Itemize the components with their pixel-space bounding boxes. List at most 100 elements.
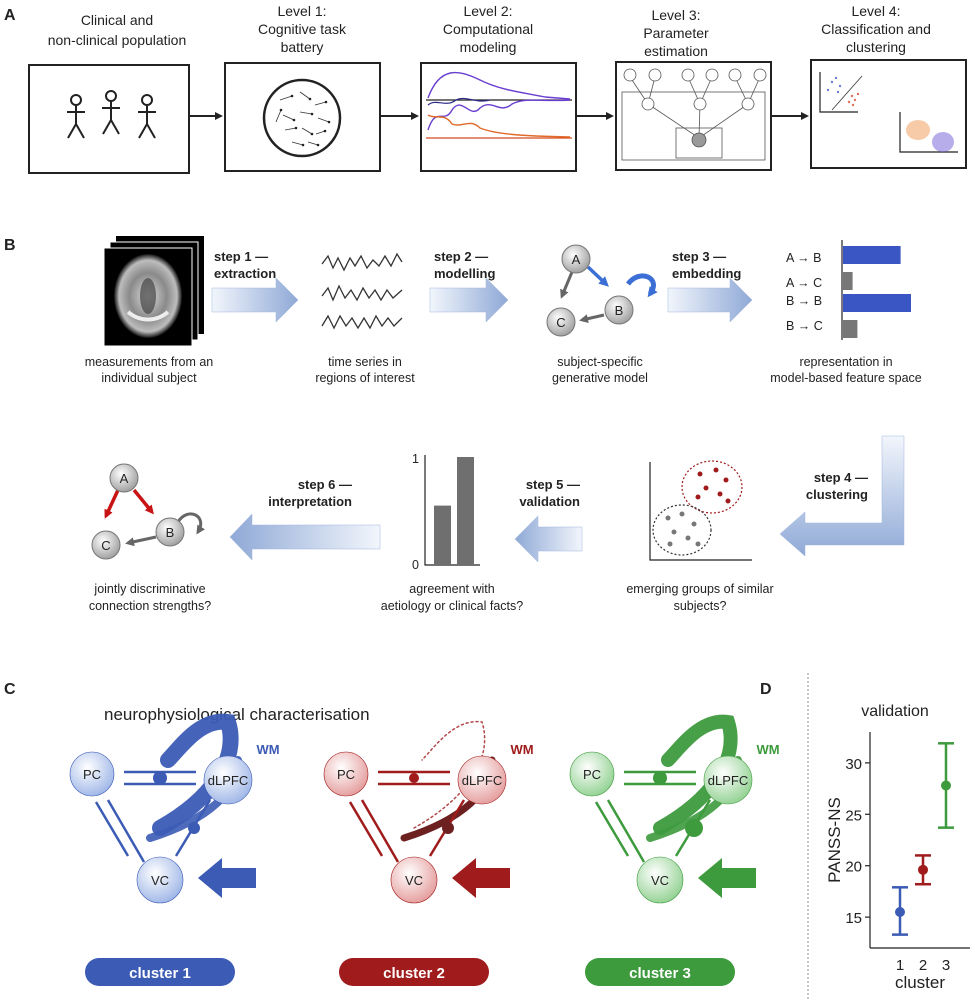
svg-text:Level 3:: Level 3:	[651, 7, 700, 23]
step-3-label: step 3 — embedding	[672, 249, 741, 281]
node-b-top: B	[615, 303, 624, 318]
feature-bar-3	[843, 320, 858, 338]
svg-text:battery: battery	[281, 39, 324, 55]
panel-label-a: A	[4, 7, 16, 24]
svg-text:connection strengths?: connection strengths?	[89, 599, 211, 613]
mri-slices-icon	[103, 236, 204, 347]
node-vc-cluster-1: VC	[151, 873, 169, 888]
interpretation-graph: A B C	[91, 463, 205, 560]
caption-time-series: time series in regions of interest	[315, 355, 415, 385]
level-3-title: Level 3: Parameter estimation	[643, 7, 709, 59]
classification-scatter-icon	[819, 72, 958, 153]
node-c-bottom: C	[101, 538, 110, 553]
y-tick-25: 25	[845, 807, 862, 824]
validation-bar-chart: 1 0	[412, 452, 480, 572]
feature-label-1: A → C	[786, 276, 822, 290]
caption-generative-model: subject-specific generative model	[552, 355, 648, 385]
caption-agreement: agreement with aetiology or clinical fac…	[381, 582, 523, 613]
panel-d-title: validation	[861, 703, 929, 720]
y-axis-label: PANSS-NS	[825, 797, 844, 883]
svg-text:regions of interest: regions of interest	[315, 371, 415, 385]
svg-text:Level 1:: Level 1:	[277, 3, 326, 19]
modeling-box	[420, 62, 577, 172]
node-a-top: A	[572, 252, 581, 267]
svg-text:step 6 —: step 6 —	[298, 477, 352, 492]
clustering-scatter	[649, 460, 752, 561]
point-cluster-1	[895, 907, 905, 917]
validation-tick-bottom: 0	[412, 558, 419, 572]
node-b-bottom: B	[166, 525, 175, 540]
feature-label-3: B → C	[786, 319, 823, 333]
svg-text:step 2 —: step 2 —	[434, 249, 488, 264]
svg-text:Parameter: Parameter	[643, 25, 709, 41]
node-a-bottom: A	[120, 471, 129, 486]
feature-label-2: B → B	[786, 294, 822, 308]
svg-text:jointly discriminative: jointly discriminative	[93, 582, 205, 596]
caption-connection-strengths: jointly discriminative connection streng…	[89, 582, 211, 613]
dot-motion-icon	[262, 78, 342, 158]
caption-feature-space: representation in model-based feature sp…	[770, 355, 922, 385]
cluster-1-pill	[85, 958, 235, 986]
svg-text:embedding: embedding	[672, 266, 741, 281]
step-arrows	[211, 277, 905, 563]
step-2-label: step 2 — modelling	[434, 249, 495, 281]
feature-bar-0	[843, 246, 901, 264]
stick-figures-icon	[67, 90, 156, 139]
level-1-title: Level 1: Cognitive task battery	[258, 3, 347, 55]
x-tick-2: 2	[919, 957, 927, 974]
svg-text:Cognitive task: Cognitive task	[258, 21, 347, 37]
node-dlpfc-cluster-1: dLPFC	[208, 773, 248, 788]
level-2-title: Level 2: Computational modeling	[443, 3, 533, 55]
cluster-2-label: cluster 2	[383, 965, 445, 982]
svg-text:representation in: representation in	[799, 355, 892, 369]
node-dlpfc-cluster-3: dLPFC	[708, 773, 748, 788]
svg-text:Level 4:: Level 4:	[851, 3, 900, 19]
svg-text:Level 2:: Level 2:	[463, 3, 512, 19]
node-pc-cluster-2: PC	[337, 767, 355, 782]
cluster-1-label: cluster 1	[129, 965, 191, 982]
svg-text:subject-specific: subject-specific	[557, 355, 642, 369]
node-pc-cluster-3: PC	[583, 767, 601, 782]
svg-text:step 3 —: step 3 —	[672, 249, 726, 264]
node-c-top: C	[556, 315, 565, 330]
feature-bar-2	[843, 294, 911, 312]
step-1-label: step 1 — extraction	[214, 249, 276, 281]
panel-label-b: B	[4, 237, 16, 254]
point-cluster-3	[941, 780, 951, 791]
step-6-label: step 6 — interpretation	[268, 477, 352, 509]
svg-text:non-clinical population: non-clinical population	[48, 32, 187, 48]
svg-text:agreement with: agreement with	[409, 582, 495, 596]
cluster-3-pill	[585, 958, 735, 986]
time-series-icon	[321, 252, 403, 330]
node-vc-cluster-2: VC	[405, 873, 423, 888]
svg-text:time series in: time series in	[328, 355, 402, 369]
svg-text:Computational: Computational	[443, 21, 533, 37]
feature-bar-1	[843, 272, 853, 290]
model-trajectories-icon	[426, 71, 572, 139]
x-axis-label: cluster	[895, 973, 945, 992]
svg-text:Clinical and: Clinical and	[81, 12, 153, 28]
svg-text:individual subject: individual subject	[101, 371, 197, 385]
svg-text:generative model: generative model	[552, 371, 648, 385]
svg-text:step 1 —: step 1 —	[214, 249, 268, 264]
svg-text:interpretation: interpretation	[268, 494, 352, 509]
svg-text:modelling: modelling	[434, 266, 495, 281]
y-tick-15: 15	[845, 910, 862, 927]
point-cluster-2	[918, 864, 928, 875]
svg-text:clustering: clustering	[846, 39, 906, 55]
cluster-2-pill	[339, 958, 489, 986]
population-box	[28, 64, 190, 174]
node-dlpfc-cluster-2: dLPFC	[462, 773, 502, 788]
caption-emerging-groups: emerging groups of similar subjects?	[626, 582, 773, 613]
y-tick-20: 20	[845, 859, 862, 876]
y-tick-30: 30	[845, 756, 862, 773]
level-4-title: Level 4: Classification and clustering	[821, 3, 931, 55]
generative-model-graph: A B C	[546, 244, 658, 337]
panel-c-title: neurophysiological characterisation	[104, 705, 370, 724]
